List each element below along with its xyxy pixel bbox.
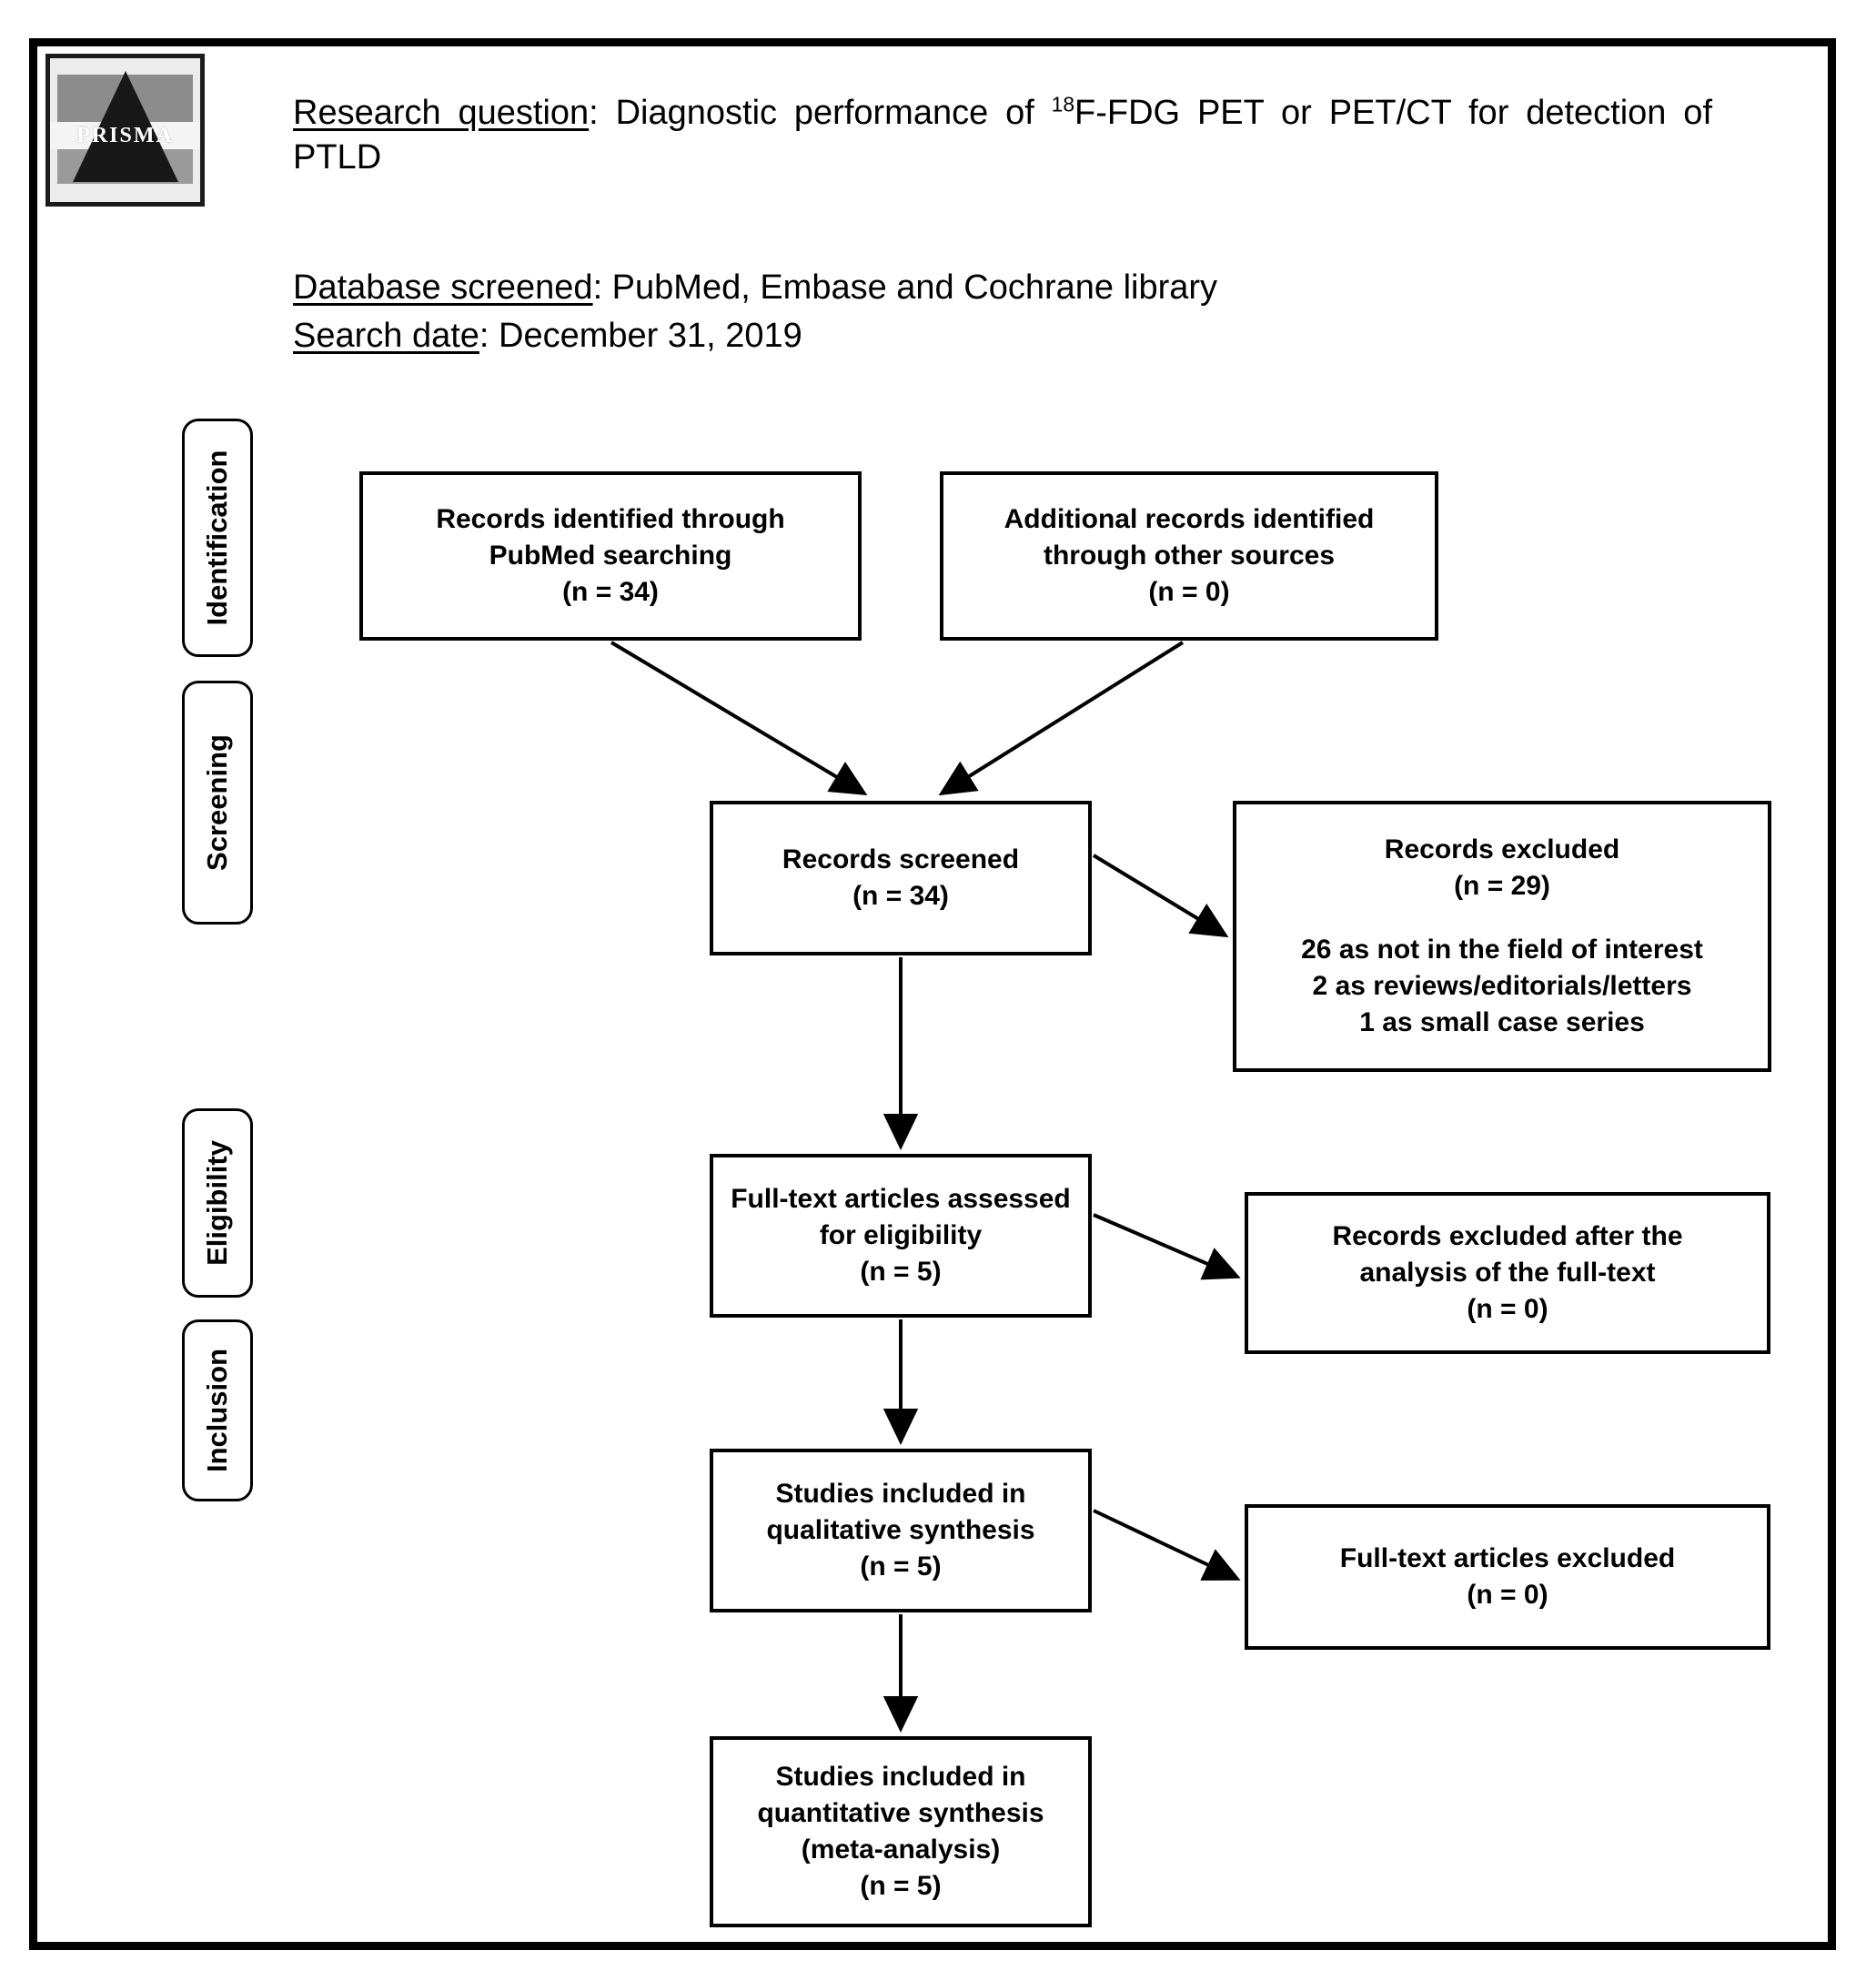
box-pubmed-line1: Records identified through	[436, 504, 785, 535]
research-question-line: Research question: Diagnostic performanc…	[293, 91, 1712, 224]
box-other-line2: through other sources	[1043, 541, 1336, 571]
database-screened-line: Database screened: PubMed, Embase and Co…	[293, 266, 1712, 310]
box-records-excluded-line1: Records excluded	[1384, 834, 1620, 865]
box-fulltext-line1: Full-text articles assessed	[731, 1184, 1071, 1215]
research-question-label: Research question	[293, 94, 590, 132]
box-quantitative-line1: Studies included in	[775, 1762, 1026, 1793]
box-records-screened: Records screened (n = 34)	[710, 801, 1092, 955]
box-records-excluded-count: (n = 29)	[1454, 871, 1550, 902]
box-additional-records-other-sources: Additional records identified through ot…	[940, 471, 1438, 641]
fdg-superscript: 18	[1051, 92, 1075, 116]
box-qualitative-line2: qualitative synthesis	[766, 1515, 1035, 1546]
box-other-line1: Additional records identified	[1004, 504, 1375, 535]
box-records-identified-pubmed: Records identified through PubMed search…	[359, 471, 862, 641]
box-fulltext-line2: for eligibility	[819, 1220, 983, 1251]
box-records-excluded-after-fulltext: Records excluded after the analysis of t…	[1245, 1192, 1770, 1354]
box-quantitative-line3: (meta-analysis)	[801, 1834, 1001, 1865]
box-records-excluded-reason-2: 2 as reviews/editorials/letters	[1312, 970, 1692, 1001]
stage-label-identification-text: Identification	[201, 450, 233, 626]
box-qualitative-count: (n = 5)	[860, 1551, 942, 1582]
stage-label-eligibility: Eligibility	[182, 1108, 253, 1298]
research-question-text-b: F-FDG PET or PET/CT for detection of PTL…	[293, 94, 1713, 177]
stage-label-screening: Screening	[182, 681, 253, 925]
box-pubmed-line2: PubMed searching	[489, 541, 732, 571]
box-excl-after-line2: analysis of the full-text	[1359, 1258, 1656, 1289]
box-records-excluded: Records excluded (n = 29) 26 as not in t…	[1233, 801, 1771, 1072]
stage-label-inclusion-text: Inclusion	[201, 1348, 233, 1473]
search-date-line: Search date: December 31, 2019	[293, 314, 1712, 359]
search-date-value: : December 31, 2019	[479, 316, 802, 355]
stage-label-inclusion: Inclusion	[182, 1319, 253, 1501]
search-date-label: Search date	[293, 316, 479, 355]
logo-wordmark: PRISMA	[76, 124, 174, 147]
box-excl-after-count: (n = 0)	[1467, 1293, 1548, 1324]
box-screened-count: (n = 34)	[852, 881, 949, 911]
box-records-excluded-reason-1: 26 as not in the field of interest	[1301, 935, 1703, 965]
box-screened-line1: Records screened	[782, 844, 1020, 875]
box-qualitative-line1: Studies included in	[775, 1479, 1026, 1510]
box-records-excluded-reason-3: 1 as small case series	[1359, 1006, 1645, 1037]
stage-label-screening-text: Screening	[201, 734, 233, 871]
box-ft-excl-count: (n = 0)	[1467, 1580, 1548, 1610]
box-excl-after-line1: Records excluded after the	[1332, 1221, 1683, 1252]
stage-label-eligibility-text: Eligibility	[201, 1140, 233, 1266]
box-quantitative-line2: quantitative synthesis	[757, 1798, 1044, 1829]
box-studies-included-qualitative: Studies included in qualitative synthesi…	[710, 1449, 1092, 1612]
box-quantitative-count: (n = 5)	[860, 1870, 942, 1901]
logo-triangle-shape	[72, 71, 178, 182]
box-studies-included-quantitative: Studies included in quantitative synthes…	[710, 1736, 1092, 1927]
research-question-text-a: Diagnostic performance of	[615, 94, 1052, 132]
header-block: Research question: Diagnostic performanc…	[293, 91, 1712, 358]
stage-label-identification: Identification	[182, 419, 253, 657]
box-other-count: (n = 0)	[1148, 576, 1230, 607]
prisma-logo-icon: PRISMA	[45, 54, 205, 207]
box-ft-excl-line1: Full-text articles excluded	[1339, 1543, 1676, 1574]
box-fulltext-count: (n = 5)	[860, 1256, 942, 1287]
box-fulltext-assessed-eligibility: Full-text articles assessed for eligibil…	[710, 1154, 1092, 1318]
research-question-separator: :	[589, 94, 616, 132]
database-screened-value: : PubMed, Embase and Cochrane library	[592, 268, 1218, 307]
box-pubmed-count: (n = 34)	[562, 576, 659, 607]
database-screened-label: Database screened	[293, 268, 593, 307]
box-fulltext-articles-excluded: Full-text articles excluded (n = 0)	[1245, 1504, 1770, 1650]
